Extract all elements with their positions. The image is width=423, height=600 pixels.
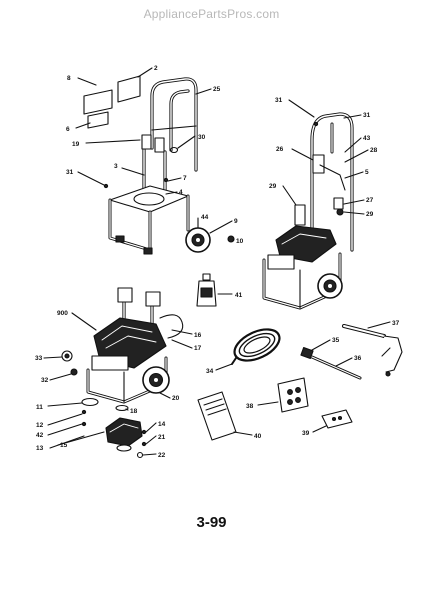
callout-4: 4 — [179, 189, 183, 196]
callout-900: 900 — [57, 310, 68, 317]
callout-33: 33 — [35, 355, 43, 362]
callout-19: 19 — [72, 141, 80, 148]
oil-bottle — [196, 273, 233, 307]
callout-labels: 8 2 25 6 19 30 3 31 7 4 44 9 10 31 31 43… — [35, 65, 400, 459]
page-code: 3-99 — [196, 514, 227, 531]
callout-14: 14 — [158, 421, 166, 428]
callout-35: 35 — [332, 337, 340, 344]
callout-9: 9 — [234, 218, 238, 225]
callout-31-right: 31 — [363, 112, 371, 119]
callout-3: 3 — [114, 163, 118, 170]
engine-pump-assembly — [43, 287, 193, 459]
callout-13: 13 — [36, 445, 44, 452]
callout-31-top: 31 — [275, 97, 283, 104]
callout-30: 30 — [198, 134, 206, 141]
callout-27: 27 — [366, 197, 374, 204]
callout-17: 17 — [194, 345, 202, 352]
callout-26: 26 — [276, 146, 284, 153]
callout-29-left: 29 — [269, 183, 277, 190]
callout-40: 40 — [254, 433, 262, 440]
callout-36: 36 — [354, 355, 362, 362]
callout-11: 11 — [36, 404, 43, 411]
callout-21: 21 — [158, 434, 166, 441]
callout-7: 7 — [183, 175, 187, 182]
spray-gun-wand — [257, 321, 403, 433]
callout-12: 12 — [36, 422, 44, 429]
site-watermark: AppliancePartsPros.com — [143, 7, 280, 21]
callout-38: 38 — [246, 403, 254, 410]
callout-18: 18 — [130, 408, 138, 415]
callout-34: 34 — [206, 368, 214, 375]
callout-25: 25 — [213, 86, 221, 93]
callout-5: 5 — [365, 169, 369, 176]
cart-frame-assembly — [75, 67, 235, 255]
callout-22: 22 — [158, 452, 166, 459]
callout-39: 39 — [302, 430, 310, 437]
callout-32: 32 — [41, 377, 49, 384]
callout-29-right: 29 — [366, 211, 374, 218]
callout-6: 6 — [66, 126, 70, 133]
callout-42: 42 — [36, 432, 44, 439]
callout-28: 28 — [370, 147, 378, 154]
hose-coil — [215, 328, 281, 371]
callout-44: 44 — [201, 214, 209, 221]
callout-41: 41 — [235, 292, 243, 299]
callout-20: 20 — [172, 395, 180, 402]
assembled-unit-upper — [262, 99, 369, 310]
callout-37: 37 — [392, 320, 400, 327]
callout-10: 10 — [236, 238, 244, 245]
callout-43: 43 — [363, 135, 371, 142]
callout-16: 16 — [194, 332, 202, 339]
callout-8: 8 — [67, 75, 71, 82]
callout-2: 2 — [154, 65, 158, 72]
callout-15: 15 — [60, 442, 68, 449]
callout-31-left: 31 — [66, 169, 74, 176]
owners-manual — [197, 391, 253, 441]
